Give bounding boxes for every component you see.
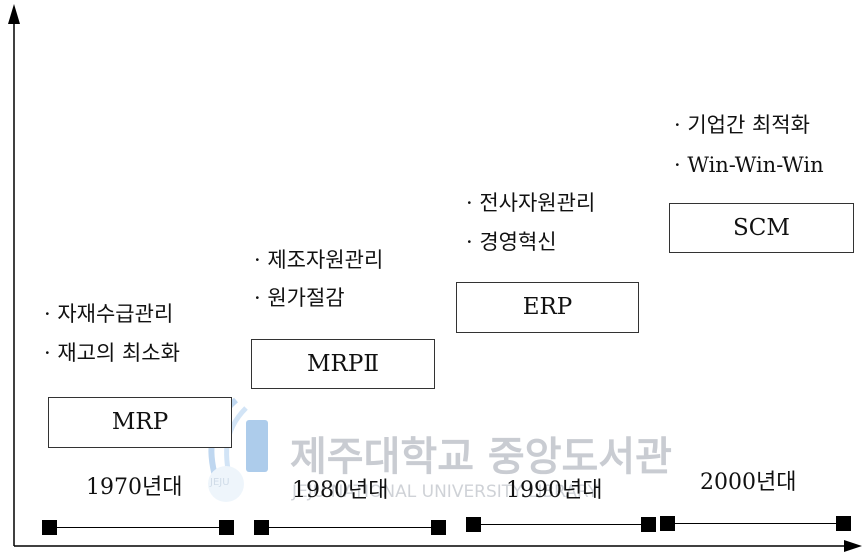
- stage-4-end-marker: [836, 516, 851, 531]
- x-axis-arrowhead: [844, 540, 862, 552]
- stage-1-bullet-1: · 자재수급관리: [44, 302, 174, 326]
- stage-4-system: SCM: [733, 214, 790, 241]
- stage-3-end-marker: [641, 517, 656, 532]
- stage-3-era: 1990년대: [506, 478, 603, 503]
- stage-4-bullet-1: · 기업간 최적화: [674, 113, 810, 137]
- stage-1-end-marker: [219, 520, 234, 535]
- stage-4-span: [675, 523, 836, 524]
- stage-3-start-marker: [466, 517, 481, 532]
- watermark-subtitle: JEJU NATIONAL UNIVERSITY LIBRARY: [292, 482, 598, 502]
- stage-2-bullet-1: · 제조자원관리: [254, 248, 384, 272]
- stage-3-bullet-1: · 전사자원관리: [466, 191, 596, 215]
- y-axis-arrowhead: [8, 4, 20, 24]
- stage-4-era: 2000년대: [700, 470, 797, 495]
- stage-3-box: ERP: [456, 282, 639, 333]
- stage-3-bullet-2: · 경영혁신: [466, 230, 557, 254]
- stage-2-system: MRPⅡ: [307, 350, 379, 377]
- stage-2-bullet-2: · 원가절감: [254, 286, 345, 310]
- stage-4-box: SCM: [669, 203, 854, 253]
- watermark-bar: [246, 420, 268, 472]
- stage-2-start-marker: [254, 520, 269, 535]
- stage-1-era: 1970년대: [86, 475, 183, 500]
- stage-1-system: MRP: [111, 409, 169, 435]
- stage-3-span: [481, 524, 641, 525]
- stage-3-system: ERP: [522, 294, 573, 320]
- stage-2-box: MRPⅡ: [251, 339, 435, 389]
- stage-2-end-marker: [431, 520, 446, 535]
- watermark-logo-text: JEJU: [210, 477, 230, 488]
- stage-1-start-marker: [42, 520, 57, 535]
- stage-4-start-marker: [660, 516, 675, 531]
- stage-2-span: [269, 527, 431, 528]
- stage-2-era: 1980년대: [292, 478, 389, 503]
- stage-1-bullet-2: · 재고의 최소화: [44, 341, 180, 365]
- stage-4-bullet-2: · Win-Win-Win: [674, 153, 824, 177]
- stage-1-span: [57, 527, 219, 528]
- stage-1-box: MRP: [48, 397, 232, 448]
- watermark-title: 제주대학교 중앙도서관: [290, 434, 672, 480]
